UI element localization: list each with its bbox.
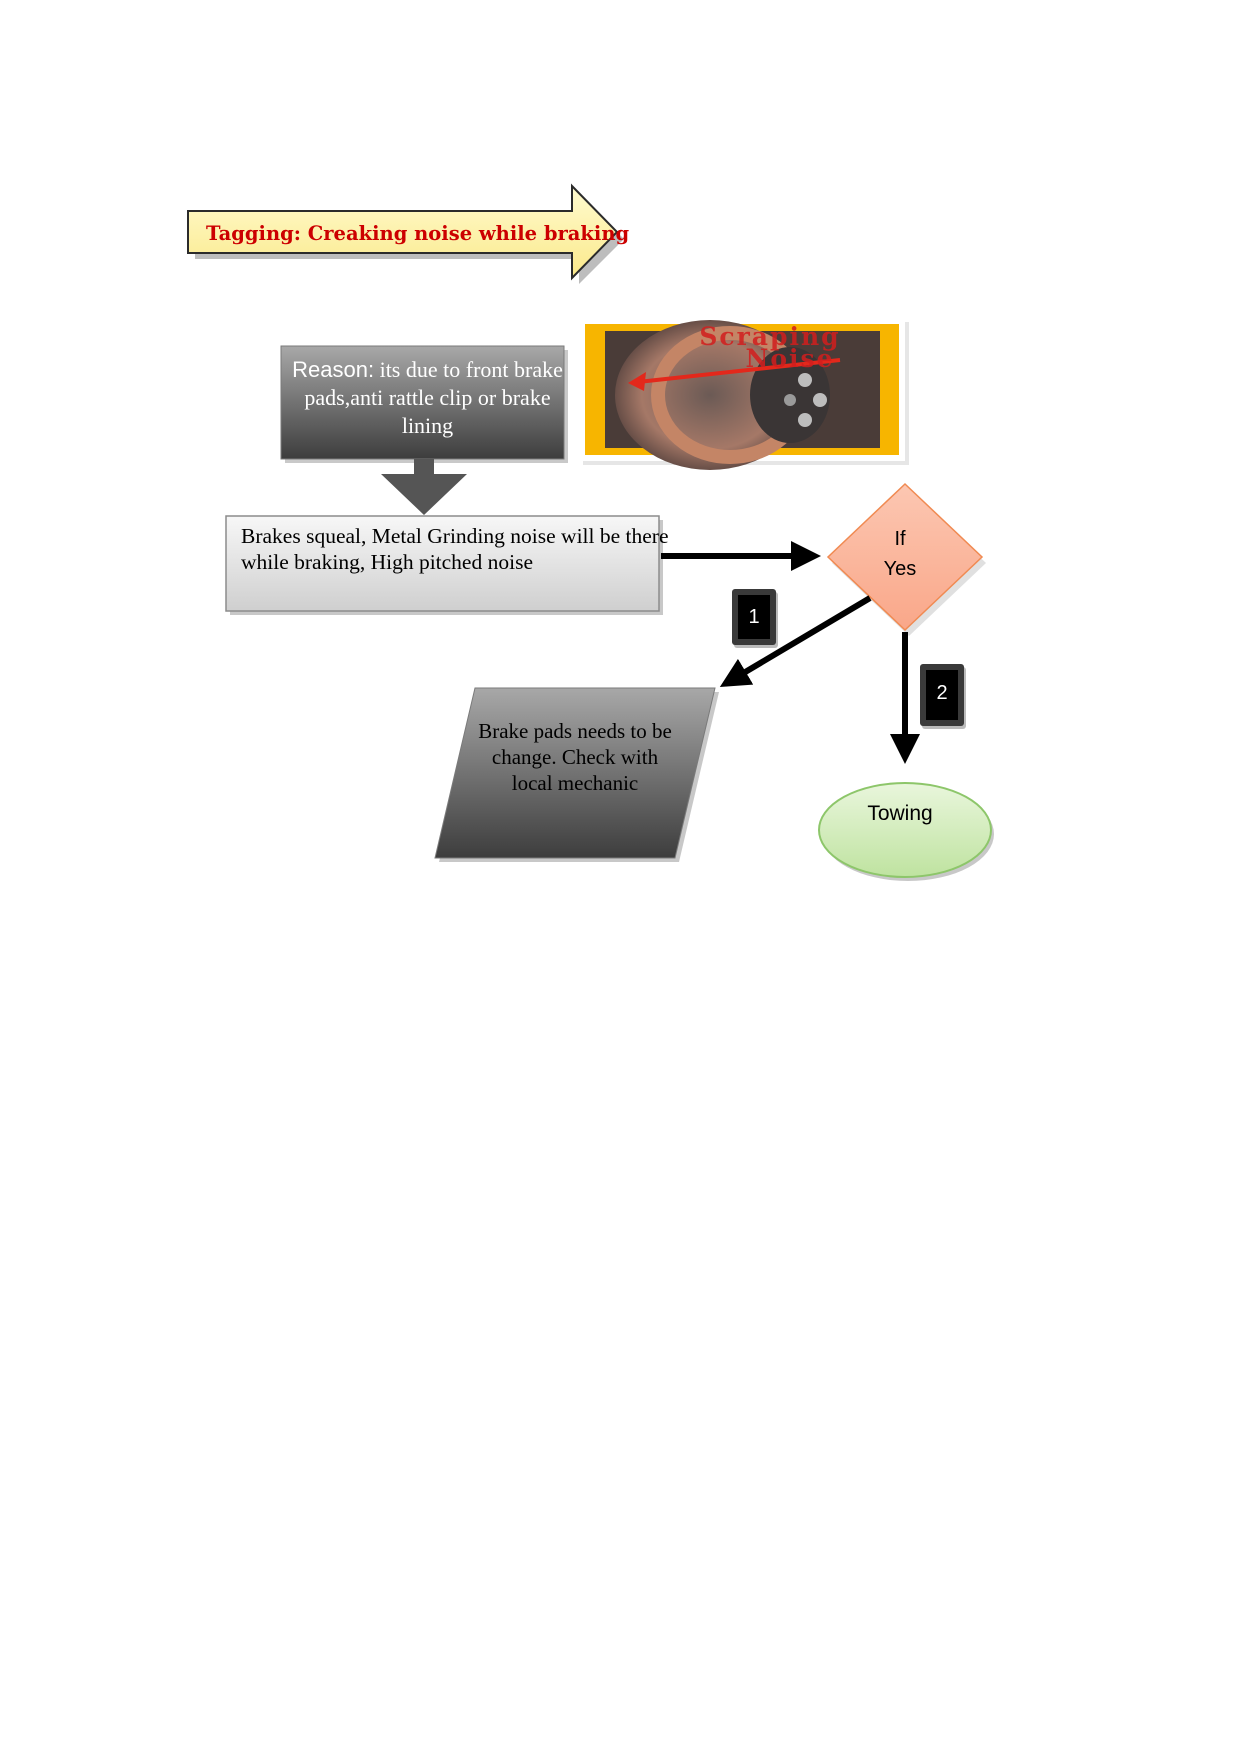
reason-box (280, 345, 568, 463)
down-block-arrow (381, 459, 467, 515)
title-label-text: Creaking noise while braking (307, 222, 630, 245)
branch-1-badge (732, 589, 778, 648)
decision-line2: Yes (883, 558, 917, 580)
symptom-box (225, 515, 663, 615)
brake-photo (579, 318, 909, 470)
title-label-prefix: Tagging: (206, 222, 301, 245)
reason-body: its due to front brake pads,anti rattle … (304, 357, 563, 438)
branch-1-connector (719, 595, 872, 688)
symptom-text: Brakes squeal, Metal Grinding noise will… (241, 524, 669, 574)
title-label: Tagging: Creaking noise while braking (206, 222, 630, 245)
reason-text: Reason: its due to front brake pads,anti… (285, 356, 570, 440)
decision-text: If Yes (850, 524, 950, 584)
towing-ellipse (818, 782, 994, 881)
branch-2-number: 2 (936, 682, 948, 704)
towing-text: Towing (867, 802, 933, 825)
branch-2-badge (920, 664, 966, 729)
brake-pads-text: Brake pads needs to be change. Check wit… (478, 719, 672, 795)
photo-overlay-line1: Scraping (699, 322, 841, 351)
brake-pads-box (434, 687, 719, 862)
title-arrow (187, 183, 624, 284)
photo-overlay-line2: Noise (745, 344, 835, 373)
photo-overlay-text: Scraping Noise (660, 322, 880, 373)
branch-1-number: 1 (748, 606, 760, 628)
decision-line1: If (894, 528, 906, 550)
reason-label: Reason: (292, 357, 375, 382)
